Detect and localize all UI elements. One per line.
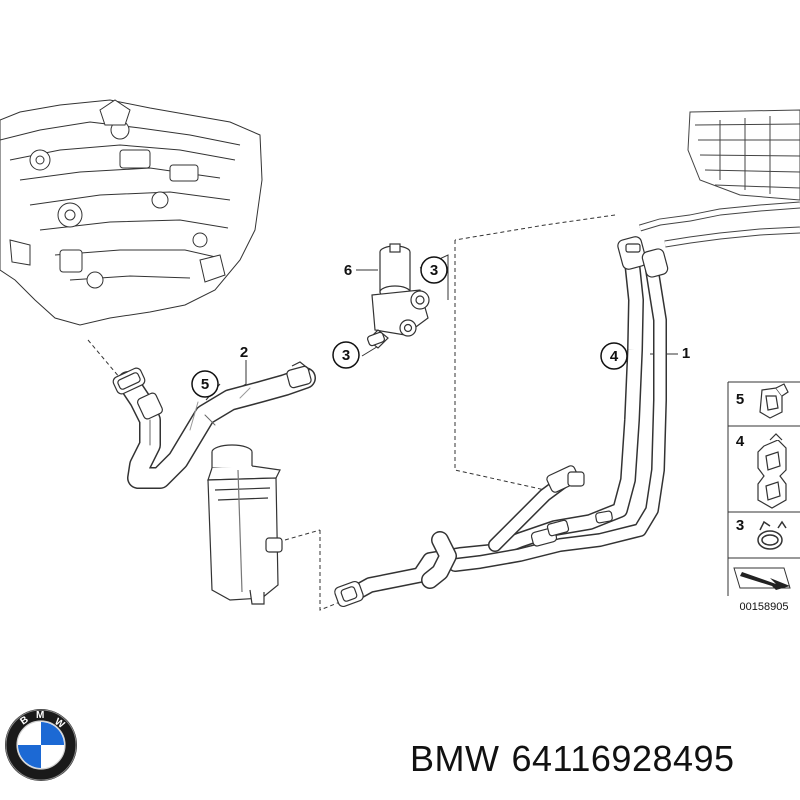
- caption-brand: BMW: [410, 738, 500, 779]
- legend-item-3: 3: [736, 517, 787, 550]
- svg-text:M: M: [36, 710, 44, 721]
- double-clip-icon: [757, 433, 787, 509]
- callout-4-label: 4: [610, 348, 619, 365]
- callout-3-upper-label: 3: [430, 262, 438, 279]
- hose-clamp-valve-side: [286, 361, 312, 389]
- valve-illustration: [367, 243, 430, 349]
- radiator-illustration: [638, 109, 800, 248]
- arrow-icon: [733, 567, 791, 590]
- callout-4: 4: [600, 342, 628, 370]
- callout-1-label: 1: [682, 345, 690, 362]
- part-caption: BMW 64116928495: [410, 738, 747, 780]
- legend-item-4: 4: [736, 433, 787, 509]
- hose-1-connectors: [334, 236, 669, 608]
- callout-2: 2: [240, 344, 248, 361]
- engine-block-illustration: [0, 99, 263, 326]
- legend-item-3-label: 3: [736, 517, 744, 534]
- spring-clamp-icon: [757, 520, 787, 550]
- caption-part-number: 64116928495: [511, 738, 735, 779]
- legend-item-5-label: 5: [736, 391, 744, 408]
- legend-item-4-label: 4: [736, 433, 745, 450]
- leader-lines: [87, 214, 616, 611]
- callout-2-label: 2: [240, 344, 248, 361]
- bmw-logo: B M W: [5, 709, 77, 781]
- callout-5: 5: [191, 370, 219, 398]
- callout-3-lower: 3: [332, 341, 360, 369]
- callout-3-upper: 3: [420, 256, 448, 284]
- callout-6: 6: [344, 262, 352, 279]
- legend-code: 00158905: [740, 601, 789, 613]
- hose-clamp-icon: [759, 383, 789, 419]
- hose-2-illustration: [117, 367, 316, 489]
- callout-3-lower-label: 3: [342, 347, 350, 364]
- callout-1: 1: [682, 345, 690, 362]
- hose-end-connector-left: [112, 367, 163, 420]
- parts-legend: 5 4 3: [727, 381, 800, 613]
- legend-item-5: 5: [736, 383, 789, 419]
- callout-5-label: 5: [201, 376, 209, 393]
- callout-6-label: 6: [344, 262, 352, 279]
- expansion-tank-illustration: [207, 444, 283, 605]
